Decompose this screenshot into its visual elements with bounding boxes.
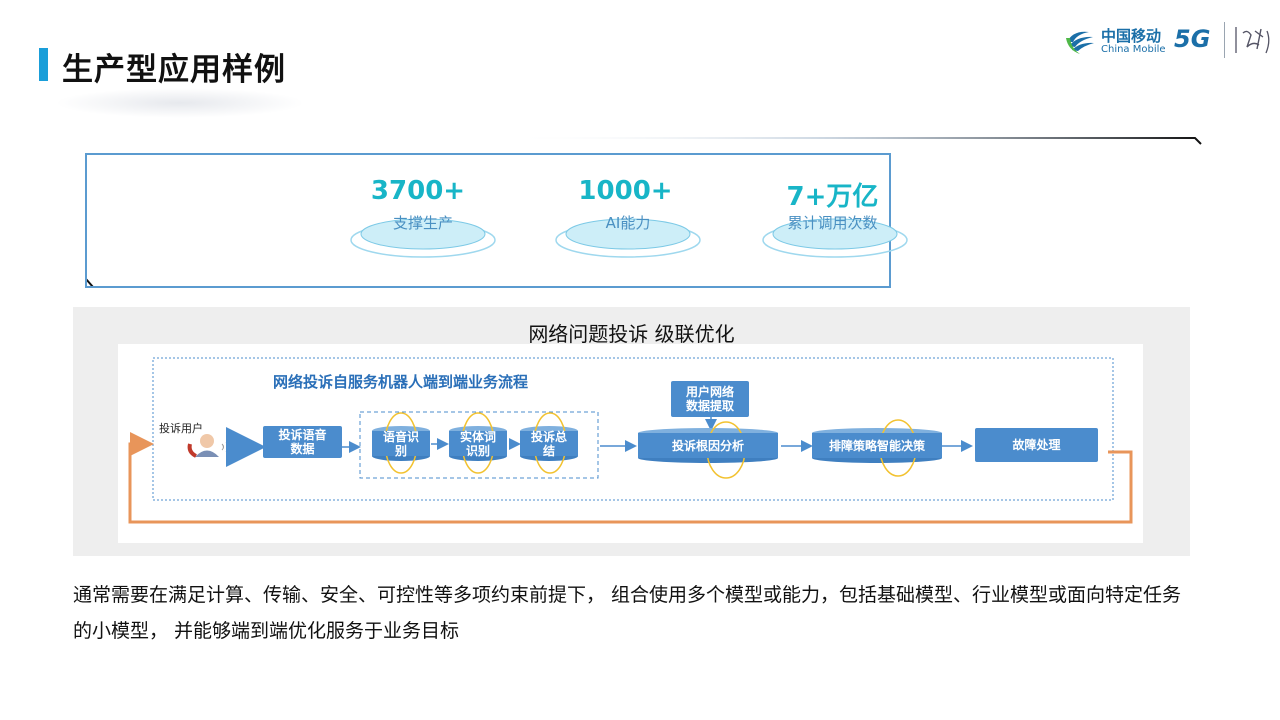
flow-diagram-title: 网络投诉自服务机器人端到端业务流程	[273, 373, 529, 391]
step-root-cause-analysis: 投诉根因分析	[638, 433, 778, 458]
stat-label: 累计调用次数	[787, 214, 878, 232]
title-shadow	[55, 88, 305, 118]
stat-value: 7+万亿	[786, 182, 879, 212]
logo-name-en: China Mobile	[1101, 44, 1166, 55]
stat-total-calls: 7+万亿 累计调用次数	[750, 176, 940, 266]
description-text: 通常需要在满足计算、传输、安全、可控性等多项约束前提下， 组合使用多个模型或能力…	[73, 584, 1182, 642]
stat-value: 3700+	[370, 176, 466, 206]
stat-ellipse	[555, 218, 701, 258]
logo-name-cn: 中国移动	[1101, 27, 1162, 45]
stat-value: 1000+	[578, 176, 673, 206]
flow-heading: 网络问题投诉 级联优化	[528, 322, 735, 346]
step-strategy-decision: 排障策略智能决策	[812, 433, 942, 458]
stat-ai-capability: 1000+ AI能力	[543, 176, 733, 266]
logo-divider	[1224, 22, 1225, 58]
stats-panel-frame	[85, 137, 1202, 288]
stat-label: AI能力	[605, 214, 651, 232]
flow-panel: 网络问题投诉 级联优化	[73, 307, 1190, 556]
step-voice-data: 投诉语音数据	[263, 426, 342, 458]
flow-diagram: 网络投诉自服务机器人端到端业务流程 投诉用户 投诉语音数据 语音识别 实体词识别…	[118, 344, 1143, 543]
title-accent-bar	[39, 48, 48, 81]
stat-production-support: 3700+ 支撑生产	[338, 176, 528, 266]
china-mobile-logo-icon	[1066, 31, 1094, 54]
logo-script-glyph-icon	[1235, 27, 1270, 54]
logo-5g-badge: 5G	[1174, 25, 1211, 53]
stat-ellipse	[350, 218, 496, 258]
step-user-data-extraction: 用户网络数据提取	[671, 381, 749, 417]
complaint-user-label: 投诉用户	[159, 422, 203, 435]
stat-label: 支撑生产	[392, 214, 453, 232]
user-phone-icon	[187, 434, 229, 458]
step-fault-handling: 故障处理	[975, 428, 1098, 462]
stats-panel	[85, 137, 1202, 289]
step-summary: 投诉总结	[520, 430, 578, 458]
step-speech-recognition: 语音识别	[372, 430, 430, 458]
china-mobile-logo: 中国移动 China Mobile 5G	[1063, 20, 1273, 64]
stat-ellipse	[762, 218, 908, 258]
step-entity-recognition: 实体词识别	[449, 430, 507, 458]
page-title: 生产型应用样例	[62, 52, 286, 88]
